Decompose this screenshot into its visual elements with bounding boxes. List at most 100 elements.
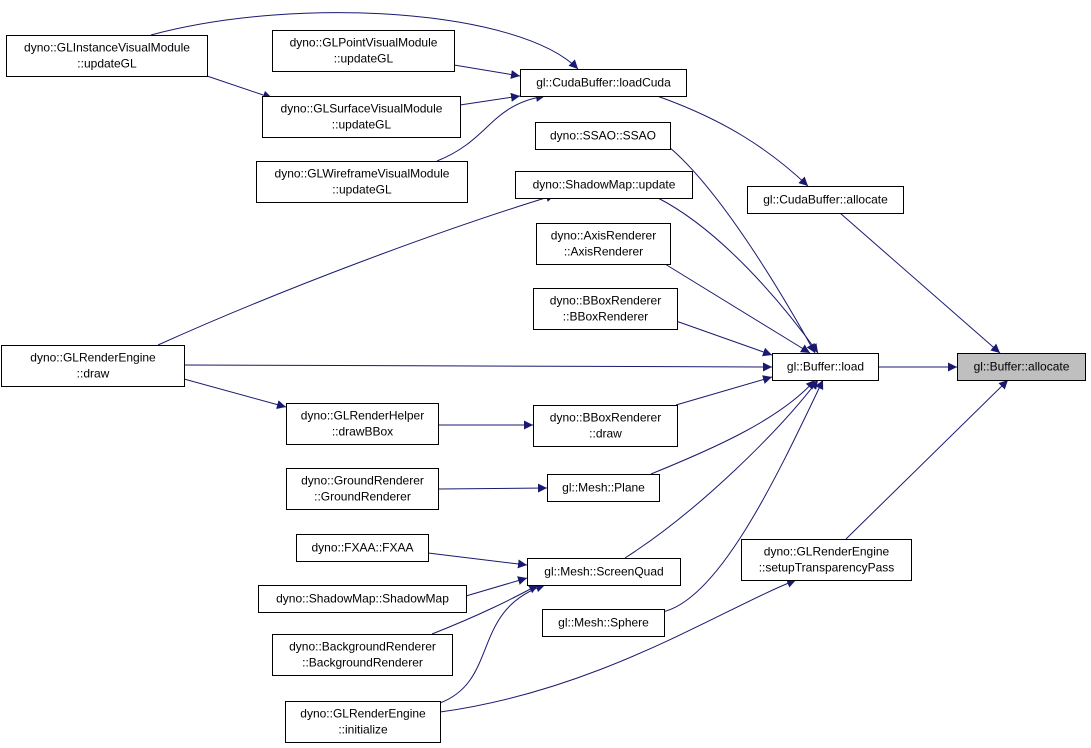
node-cudabuffer-loadcuda[interactable]: gl::CudaBuffer::loadCuda [520, 69, 687, 97]
node-box [533, 288, 678, 330]
node-box [741, 539, 912, 581]
node-label-line: ::AxisRenderer [564, 245, 643, 259]
node-box [957, 353, 1086, 381]
node-label-line: dyno::GLSurfaceVisualModule [281, 102, 443, 116]
node-box [262, 96, 461, 138]
node-buffer-load[interactable]: gl::Buffer::load [772, 353, 879, 381]
edge-shadowmap-ctor-to-mesh-screenquad [465, 576, 528, 597]
node-render-engine-initialize[interactable]: dyno::GLRenderEngine::initialize [285, 701, 441, 743]
node-cudabuffer-allocate[interactable]: gl::CudaBuffer::allocate [747, 186, 904, 214]
node-label-line: dyno::GLRenderEngine [30, 351, 156, 365]
node-label-line: dyno::BBoxRenderer [550, 411, 661, 425]
node-label-line: gl::CudaBuffer::allocate [763, 193, 888, 207]
edge-mesh-plane-to-buffer-load [650, 379, 816, 475]
node-box [533, 405, 678, 447]
node-mesh-screenquad[interactable]: gl::Mesh::ScreenQuad [527, 558, 681, 586]
node-wireframe-visual-update[interactable]: dyno::GLWireframeVisualModule::updateGL [256, 161, 468, 203]
node-label-line: dyno::BBoxRenderer [550, 294, 661, 308]
node-label-line: ::updateGL [77, 57, 137, 71]
node-box [536, 223, 671, 265]
node-label-line: ::draw [589, 427, 622, 441]
node-render-helper-drawbbox[interactable]: dyno::GLRenderHelper::drawBBox [286, 403, 439, 445]
edge-bbox-renderer-ctor-to-buffer-load [675, 320, 773, 357]
call-edges [150, 12, 1009, 713]
node-box [515, 171, 693, 199]
node-point-visual-update[interactable]: dyno::GLPointVisualModule::updateGL [272, 30, 455, 72]
node-label-line: ::updateGL [332, 118, 392, 132]
node-ssao-ctor[interactable]: dyno::SSAO::SSAO [535, 122, 671, 150]
node-box [258, 585, 467, 613]
node-axis-renderer-ctor[interactable]: dyno::AxisRenderer::AxisRenderer [536, 223, 671, 265]
node-label-line: dyno::GLWireframeVisualModule [275, 167, 450, 181]
node-shadowmap-update[interactable]: dyno::ShadowMap::update [515, 171, 693, 199]
node-label-line: gl::Buffer::load [787, 360, 864, 374]
node-box [772, 353, 879, 381]
node-box [272, 30, 455, 72]
node-label-line: ::initialize [338, 723, 388, 737]
node-box [286, 468, 439, 510]
edge-cudabuffer-allocate-to-buffer-allocate [839, 212, 1001, 354]
edge-fxaa-ctor-to-mesh-screenquad [427, 552, 528, 569]
node-label-line: dyno::GLRenderEngine [300, 707, 426, 721]
node-box [542, 609, 665, 637]
node-label-line: dyno::GLInstanceVisualModule [24, 41, 190, 55]
edge-instance-visual-update-to-cudabuffer-loadcuda [150, 12, 579, 70]
node-fxaa-ctor[interactable]: dyno::FXAA::FXAA [296, 534, 429, 562]
edge-bbox-renderer-draw-to-buffer-load [675, 375, 773, 406]
node-instance-visual-update[interactable]: dyno::GLInstanceVisualModule::updateGL [6, 35, 208, 77]
edge-mesh-sphere-to-buffer-load [661, 379, 824, 613]
node-label-line: ::draw [77, 367, 110, 381]
edge-point-visual-update-to-cudabuffer-loadcuda [453, 64, 521, 79]
node-surface-visual-update[interactable]: dyno::GLSurfaceVisualModule::updateGL [262, 96, 461, 138]
node-label-line: ::updateGL [332, 183, 392, 197]
node-bbox-renderer-ctor[interactable]: dyno::BBoxRenderer::BBoxRenderer [533, 288, 678, 330]
node-box [272, 634, 453, 676]
node-label-line: gl::CudaBuffer::loadCuda [536, 76, 671, 90]
node-label-line: ::drawBBox [332, 425, 393, 439]
edge-surface-visual-update-to-cudabuffer-loadcuda [459, 92, 521, 106]
node-box [1, 345, 185, 387]
node-label-line: ::setupTransparencyPass [759, 561, 895, 575]
call-nodes: gl::Buffer::allocategl::Buffer::loadgl::… [1, 30, 1086, 743]
node-label-line: dyno::GLPointVisualModule [290, 36, 438, 50]
edge-wireframe-visual-update-to-cudabuffer-loadcuda [436, 93, 546, 162]
node-label-line: dyno::AxisRenderer [551, 229, 656, 243]
node-label-line: ::GroundRenderer [314, 490, 411, 504]
node-render-engine-draw[interactable]: dyno::GLRenderEngine::draw [1, 345, 185, 387]
node-box [547, 474, 660, 502]
node-box [520, 69, 687, 97]
node-ground-renderer-ctor[interactable]: dyno::GroundRenderer::GroundRenderer [286, 468, 439, 510]
node-label-line: ::updateGL [334, 52, 394, 66]
edge-setup-transparency-pass-to-buffer-allocate [845, 379, 1009, 540]
node-mesh-plane[interactable]: gl::Mesh::Plane [547, 474, 660, 502]
node-background-renderer-ctor[interactable]: dyno::BackgroundRenderer::BackgroundRend… [272, 634, 453, 676]
node-label-line: ::BBoxRenderer [563, 310, 648, 324]
edge-render-engine-initialize-to-mesh-screenquad [439, 583, 546, 704]
node-label-line: dyno::ShadowMap::ShadowMap [276, 592, 449, 606]
edge-cudabuffer-loadcuda-to-cudabuffer-allocate [656, 95, 809, 187]
edge-render-engine-draw-to-buffer-load [183, 362, 773, 372]
node-label-line: gl::Buffer::allocate [974, 360, 1070, 374]
node-bbox-renderer-draw[interactable]: dyno::BBoxRenderer::draw [533, 405, 678, 447]
node-box [527, 558, 681, 586]
node-label-line: dyno::SSAO::SSAO [550, 129, 656, 143]
node-box [296, 534, 429, 562]
node-setup-transparency-pass[interactable]: dyno::GLRenderEngine::setupTransparencyP… [741, 539, 912, 581]
edge-render-engine-initialize-to-setup-transparency-pass [439, 579, 797, 713]
node-label-line: gl::Mesh::Sphere [558, 616, 649, 630]
node-label-line: gl::Mesh::ScreenQuad [544, 565, 663, 579]
edge-ground-renderer-ctor-to-mesh-plane [437, 483, 548, 493]
node-label-line: dyno::ShadowMap::update [533, 178, 676, 192]
node-box [747, 186, 904, 214]
edge-ssao-ctor-to-buffer-load [668, 146, 816, 354]
node-label-line: ::BackgroundRenderer [302, 656, 423, 670]
node-label-line: dyno::GroundRenderer [301, 474, 424, 488]
node-box [285, 701, 441, 743]
node-box [256, 161, 468, 203]
node-mesh-sphere[interactable]: gl::Mesh::Sphere [542, 609, 665, 637]
node-box [6, 35, 208, 77]
node-label-line: dyno::GLRenderHelper [301, 409, 424, 423]
edge-axis-renderer-ctor-to-buffer-load [664, 263, 811, 354]
node-shadowmap-ctor[interactable]: dyno::ShadowMap::ShadowMap [258, 585, 467, 613]
